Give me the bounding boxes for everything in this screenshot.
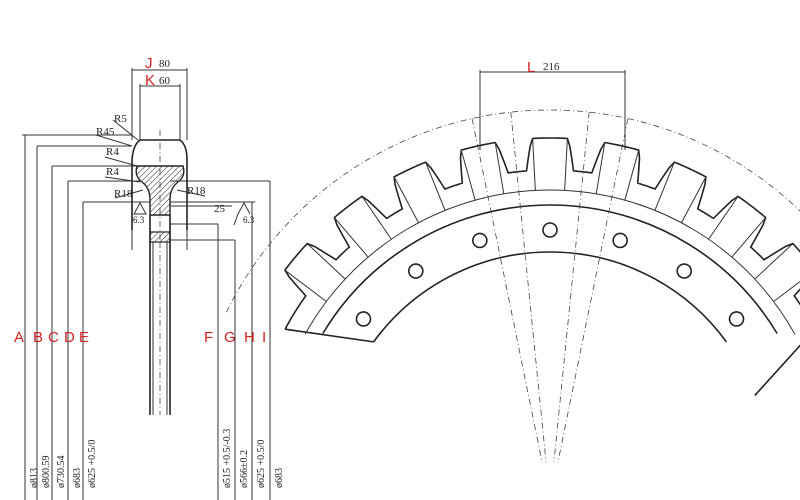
tooth-edge <box>532 138 536 191</box>
outer-dashed-circle <box>226 109 800 313</box>
tooth-edge <box>731 217 766 258</box>
diameter-letter-F: F <box>204 329 213 346</box>
tooth-edge <box>564 138 568 191</box>
tooth-edge <box>708 196 739 240</box>
diameter-value-G: ø566±0.2 <box>239 450 250 488</box>
tooth-edge <box>393 176 419 224</box>
pitch-letter-L: L <box>527 59 535 76</box>
ring-outer-edge <box>322 204 778 334</box>
tooth-edge <box>425 161 446 211</box>
diameter-letter-G: G <box>224 329 236 346</box>
tooth-edge <box>595 142 606 194</box>
diameter-letter-C: C <box>48 329 59 346</box>
diameter-letter-B: B <box>33 329 43 346</box>
diameter-letter-E: E <box>79 329 89 346</box>
tooth-edge <box>681 176 707 224</box>
diameter-letter-A: A <box>14 329 24 346</box>
tooth-edge <box>284 269 327 302</box>
dim-K-value: 60 <box>159 75 171 87</box>
dim-25: 25 <box>214 203 226 215</box>
diameter-value-E: ø625 +0.5/0 <box>87 440 98 488</box>
diameter-letter-D: D <box>64 329 75 346</box>
diameter-value-A: ø813 <box>29 468 40 488</box>
tooth-edge <box>773 280 800 302</box>
bolt-hole <box>472 232 488 249</box>
dim-J-letter: J <box>145 55 153 72</box>
tooth-edge <box>334 217 369 258</box>
radius-r45: R45 <box>96 126 115 138</box>
tooth-edge <box>494 142 505 194</box>
bolt-hole <box>407 263 424 279</box>
diameter-letter-H: H <box>244 329 255 346</box>
diameter-value-H: ø625 +0.5/0 <box>256 440 267 488</box>
diameter-letter-I: I <box>262 329 266 346</box>
roughness-right: 6.3 <box>243 215 255 225</box>
roughness-left: 6.3 <box>133 215 145 225</box>
radial-center-line <box>510 112 547 463</box>
radius-r5: R5 <box>114 113 127 125</box>
bolt-hole <box>355 311 372 327</box>
diameter-value-I: ø683 <box>274 468 285 488</box>
segment-end <box>285 328 374 343</box>
web-edge <box>304 189 796 335</box>
diameter-value-F: ø515 +0.5/-0.3 <box>222 429 233 488</box>
diameter-value-C: ø730.54 <box>56 456 67 489</box>
tooth-edge <box>754 243 794 280</box>
pitch-value: 216 <box>543 61 560 73</box>
dim-K-letter: K <box>145 72 155 89</box>
radius-r18-left: R18 <box>114 188 133 200</box>
radius-r18-right: R18 <box>187 185 206 197</box>
tooth-edge <box>460 149 476 201</box>
bolt-hole <box>542 222 558 238</box>
bolt-hole <box>676 263 693 279</box>
hatched-section <box>135 165 185 216</box>
diameter-value-B: ø800.59 <box>41 456 52 489</box>
diameter-value-D: ø683 <box>72 468 83 488</box>
radial-center-line <box>553 112 590 463</box>
inner-ring-edge <box>372 251 728 343</box>
dim-J-value: 80 <box>159 58 171 70</box>
sprocket-segment: L 216 <box>226 59 800 463</box>
radius-r4-lower: R4 <box>106 166 119 178</box>
tooth-edge <box>624 149 640 201</box>
bolt-hole <box>728 311 745 327</box>
segment-end <box>754 344 800 396</box>
radius-r4-upper: R4 <box>106 146 119 158</box>
bolt-hole <box>612 232 628 249</box>
tooth-edge <box>306 243 346 280</box>
rim-cross-section: J 80 K 60 R5 R45 R4 R4 R18 R18 25 <box>14 55 285 500</box>
tooth-profile <box>283 137 800 330</box>
tooth-edge <box>654 161 675 211</box>
tooth-edge <box>361 196 392 240</box>
